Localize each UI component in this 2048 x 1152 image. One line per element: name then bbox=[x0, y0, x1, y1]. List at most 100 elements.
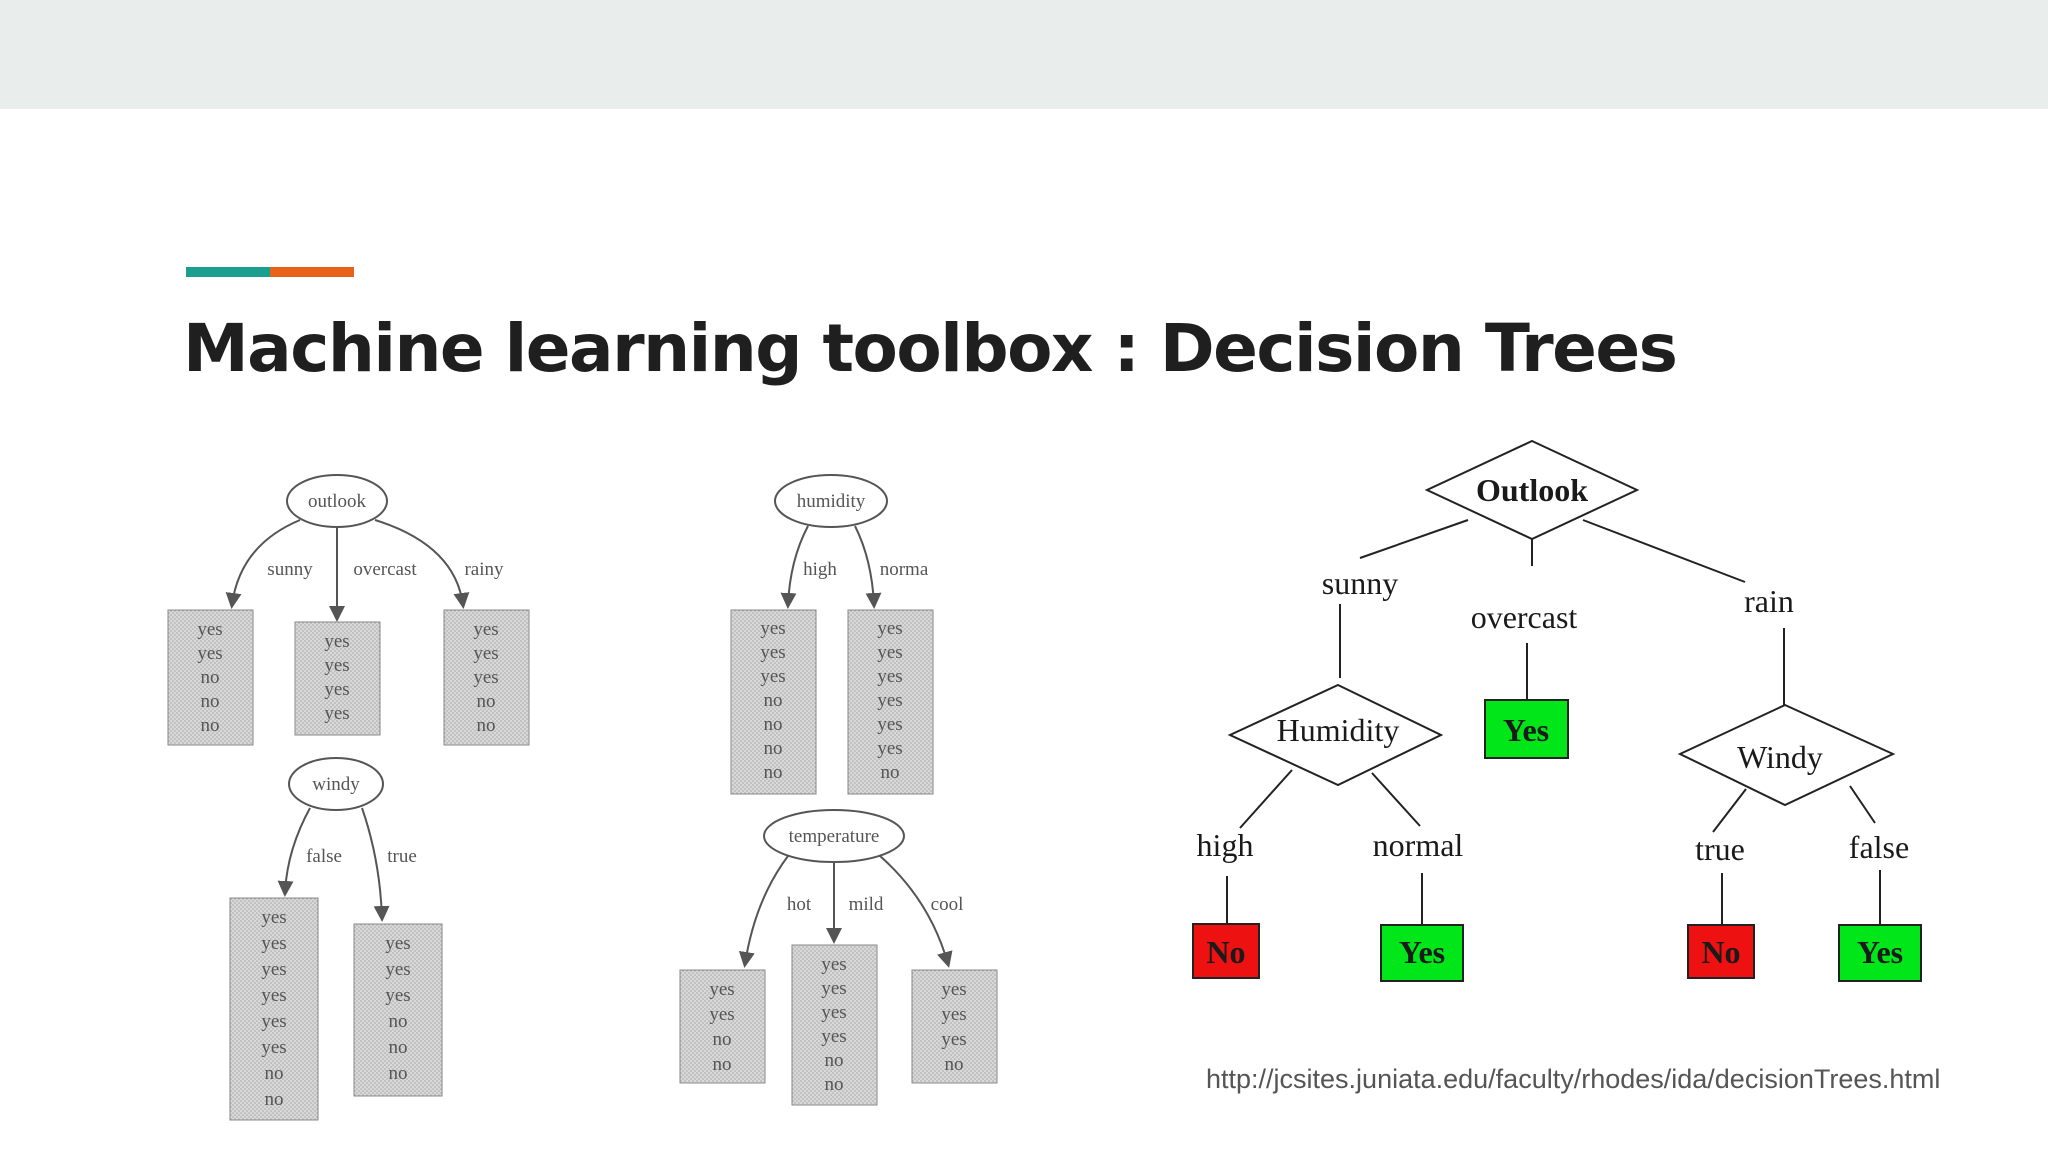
node-windy: windy bbox=[312, 774, 360, 795]
svg-text:yes: yes bbox=[324, 703, 349, 724]
branch-normal: norma bbox=[880, 559, 929, 580]
branch-big-overcast: overcast bbox=[1471, 599, 1578, 635]
leaf-big-true-no bbox=[1687, 924, 1755, 979]
svg-text:no: no bbox=[201, 691, 220, 712]
branch-big-rain: rain bbox=[1744, 583, 1794, 619]
svg-text:no: no bbox=[389, 1063, 408, 1084]
svg-text:yes: yes bbox=[197, 643, 222, 664]
svg-text:yes: yes bbox=[877, 714, 902, 735]
svg-text:Yes: Yes bbox=[1399, 934, 1445, 970]
leaf-big-normal-yes bbox=[1380, 924, 1464, 982]
svg-text:yes: yes bbox=[261, 1011, 286, 1032]
leaf-windy-true: yes yes yes no no no bbox=[353, 923, 443, 1097]
tree-big-outlook: Outlook sunny overcast rain Humidity hig… bbox=[1192, 439, 1922, 982]
branch-true: true bbox=[387, 846, 417, 867]
branch-high: high bbox=[803, 559, 837, 580]
svg-text:yes: yes bbox=[473, 619, 498, 640]
svg-text:yes: yes bbox=[324, 679, 349, 700]
svg-text:yes: yes bbox=[760, 618, 785, 639]
svg-text:yes: yes bbox=[941, 979, 966, 1000]
node-humidity-label: Humidity bbox=[1277, 712, 1400, 748]
svg-text:yes: yes bbox=[821, 1002, 846, 1023]
svg-text:yes: yes bbox=[877, 690, 902, 711]
svg-text:yes: yes bbox=[941, 1029, 966, 1050]
svg-text:yes: yes bbox=[709, 1004, 734, 1025]
tree-windy: windy false true yes yes yes yes yes yes… bbox=[229, 757, 443, 1121]
leaf-humidity-high: yes yes yes no no no no bbox=[730, 609, 817, 795]
leaf-big-high-no bbox=[1192, 923, 1260, 979]
svg-text:no: no bbox=[201, 715, 220, 736]
branch-mild: mild bbox=[849, 894, 884, 915]
svg-text:no: no bbox=[825, 1050, 844, 1071]
svg-text:no: no bbox=[945, 1054, 964, 1075]
branch-overcast: overcast bbox=[353, 559, 417, 580]
svg-text:yes: yes bbox=[197, 619, 222, 640]
svg-text:yes: yes bbox=[324, 631, 349, 652]
title-accent-bar-teal bbox=[186, 267, 270, 277]
branch-big-sunny: sunny bbox=[1322, 565, 1398, 601]
svg-text:no: no bbox=[477, 715, 496, 736]
leaf-temperature-cool: yes yes yes no bbox=[911, 969, 998, 1084]
svg-text:yes: yes bbox=[385, 985, 410, 1006]
svg-text:yes: yes bbox=[877, 642, 902, 663]
node-humidity: humidity bbox=[797, 491, 866, 512]
svg-text:no: no bbox=[764, 738, 783, 759]
slide-title: Machine learning toolbox : Decision Tree… bbox=[183, 310, 1678, 387]
leaf-windy-false: yes yes yes yes yes yes no no bbox=[229, 897, 319, 1121]
svg-text:no: no bbox=[764, 762, 783, 783]
svg-text:yes: yes bbox=[709, 979, 734, 1000]
svg-text:no: no bbox=[201, 667, 220, 688]
svg-text:No: No bbox=[1701, 934, 1740, 970]
svg-text:no: no bbox=[477, 691, 496, 712]
svg-text:Yes: Yes bbox=[1857, 934, 1903, 970]
tree-humidity: humidity high norma yes yes yes no no no… bbox=[730, 474, 934, 795]
svg-text:yes: yes bbox=[261, 933, 286, 954]
leaf-outlook-rainy: yes yes yes no no bbox=[443, 609, 530, 746]
leaf-temperature-mild: yes yes yes yes no no bbox=[791, 944, 878, 1106]
svg-text:yes: yes bbox=[473, 643, 498, 664]
leaf-outlook-overcast: yes yes yes yes bbox=[294, 621, 381, 736]
tree-temperature: temperature hot mild cool yes yes no no … bbox=[679, 809, 998, 1106]
svg-text:yes: yes bbox=[877, 738, 902, 759]
svg-text:yes: yes bbox=[261, 907, 286, 928]
top-banner bbox=[0, 0, 2048, 109]
branch-false: false bbox=[306, 846, 342, 867]
svg-text:yes: yes bbox=[821, 1026, 846, 1047]
svg-text:yes: yes bbox=[473, 667, 498, 688]
svg-text:yes: yes bbox=[324, 655, 349, 676]
svg-text:yes: yes bbox=[385, 933, 410, 954]
svg-text:no: no bbox=[389, 1037, 408, 1058]
svg-text:yes: yes bbox=[261, 1037, 286, 1058]
svg-text:yes: yes bbox=[877, 618, 902, 639]
node-root-label: Outlook bbox=[1476, 472, 1588, 508]
svg-text:yes: yes bbox=[261, 959, 286, 980]
svg-text:yes: yes bbox=[821, 978, 846, 999]
node-outlook: outlook bbox=[308, 491, 367, 512]
svg-text:no: no bbox=[265, 1063, 284, 1084]
leaf-humidity-normal: yes yes yes yes yes yes no bbox=[847, 609, 934, 795]
svg-text:no: no bbox=[713, 1029, 732, 1050]
source-link[interactable]: http://jcsites.juniata.edu/faculty/rhode… bbox=[1206, 1064, 1941, 1094]
node-humidity-diamond bbox=[1227, 683, 1444, 787]
svg-text:yes: yes bbox=[877, 666, 902, 687]
svg-text:no: no bbox=[389, 1011, 408, 1032]
svg-text:no: no bbox=[764, 690, 783, 711]
branch-big-true: true bbox=[1695, 831, 1745, 867]
svg-text:yes: yes bbox=[941, 1004, 966, 1025]
node-windy-label: Windy bbox=[1737, 739, 1823, 775]
branch-sunny: sunny bbox=[267, 559, 313, 580]
svg-text:yes: yes bbox=[821, 954, 846, 975]
title-accent-bar-orange bbox=[270, 267, 354, 277]
svg-text:No: No bbox=[1206, 934, 1245, 970]
leaf-big-false-yes bbox=[1838, 924, 1922, 982]
svg-text:yes: yes bbox=[760, 642, 785, 663]
svg-text:Yes: Yes bbox=[1503, 712, 1549, 748]
svg-text:yes: yes bbox=[385, 959, 410, 980]
node-windy-diamond bbox=[1677, 703, 1896, 807]
svg-text:yes: yes bbox=[261, 985, 286, 1006]
branch-big-normal: normal bbox=[1373, 827, 1464, 863]
svg-text:no: no bbox=[265, 1089, 284, 1110]
leaf-outlook-sunny: yes yes no no no bbox=[167, 609, 254, 746]
leaf-temperature-hot: yes yes no no bbox=[679, 969, 766, 1084]
